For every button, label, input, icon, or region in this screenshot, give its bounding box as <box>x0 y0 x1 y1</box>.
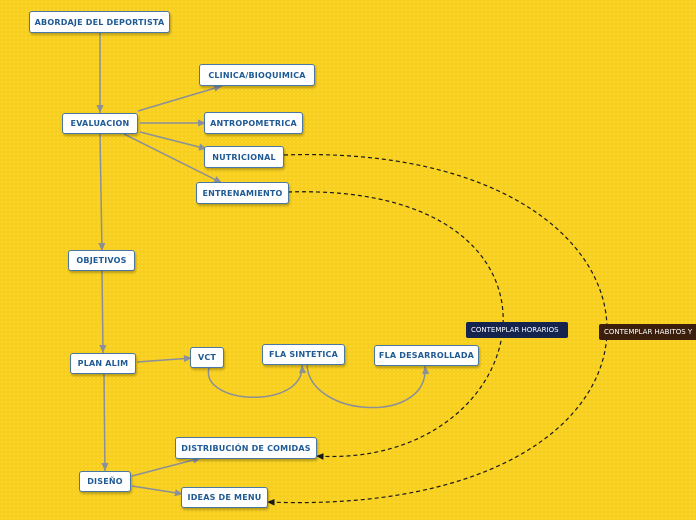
link-diseno-ideas <box>131 485 184 497</box>
link-objetivos-plan <box>99 270 107 354</box>
node-vct[interactable]: VCT <box>190 347 224 368</box>
node-diseno[interactable]: DISEÑO <box>79 471 131 492</box>
link-entrenamiento-distribucion <box>287 191 504 460</box>
node-nutricional[interactable]: NUTRICIONAL <box>204 146 284 168</box>
node-plan-alim[interactable]: PLAN ALIM <box>70 353 136 374</box>
link-evaluacion-nutricional <box>139 131 208 151</box>
link-evaluacion-objetivos <box>98 133 106 252</box>
link-evaluacion-clinica <box>137 84 223 112</box>
node-entrenamiento[interactable]: ENTRENAMIENTO <box>196 182 289 204</box>
node-fla-sintetica[interactable]: FLA SINTETICA <box>262 344 345 365</box>
node-abordaje-del-deportista[interactable]: ABORDAJE DEL DEPORTISTA <box>29 11 170 33</box>
link-nutricional-ideas <box>266 154 608 506</box>
node-distribucion-de-comidas[interactable]: DISTRIBUCIÓN DE COMIDAS <box>175 437 317 459</box>
link-diseno-distribucion <box>131 456 202 477</box>
node-ideas-de-menu[interactable]: IDEAS DE MENU <box>181 487 268 508</box>
node-objetivos[interactable]: OBJETIVOS <box>68 250 135 271</box>
link-evaluacion-entrenamiento <box>123 133 223 184</box>
link-vct-flasintetica <box>207 364 307 398</box>
node-evaluacion[interactable]: EVALUACION <box>62 113 138 134</box>
link-plan-diseno <box>101 373 109 472</box>
label-contemplar-horarios[interactable]: CONTEMPLAR HORARIOS <box>466 322 568 338</box>
label-contemplar-habitos[interactable]: CONTEMPLAR HABITOS Y <box>599 324 696 340</box>
link-plan-vct <box>136 354 193 363</box>
link-flasintetica-fladesarrollada <box>306 364 430 409</box>
node-antropometrica[interactable]: ANTROPOMETRICA <box>204 112 303 134</box>
node-fla-desarrollada[interactable]: FLA DESARROLLADA <box>374 345 479 366</box>
node-clinica-bioquimica[interactable]: CLINICA/BIOQUIMICA <box>199 64 315 86</box>
